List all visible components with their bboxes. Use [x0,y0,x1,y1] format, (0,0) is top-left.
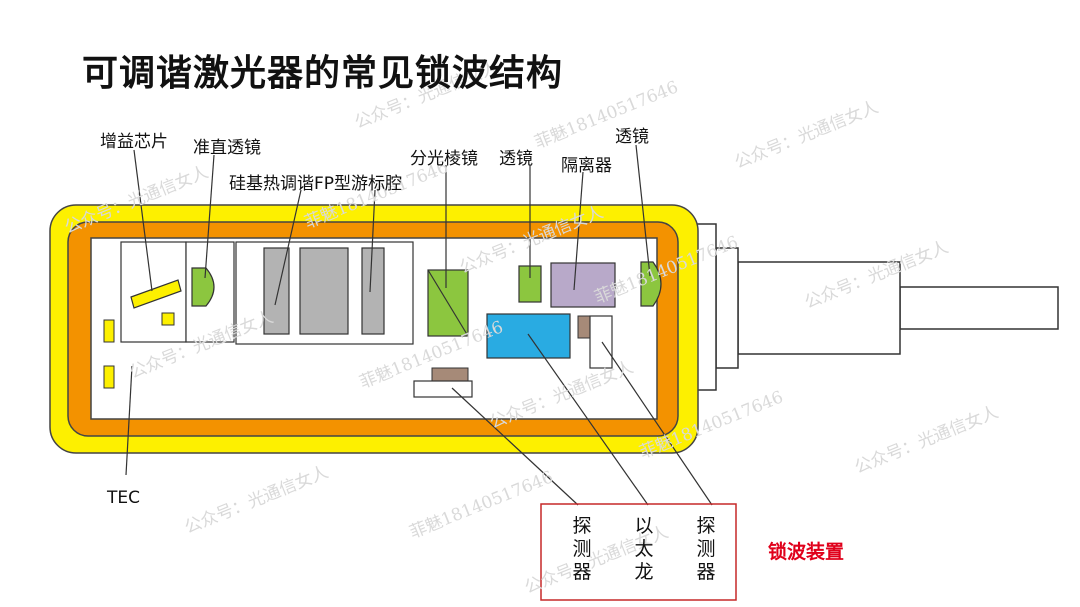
fp-etalon-bar [299,247,349,335]
tec-pad [103,365,115,389]
detector-right-mount [589,315,613,369]
collimating-lens [191,267,215,307]
leader-detector-1 [451,387,579,506]
beam-splitter-diagonal [427,269,469,337]
leader-etalon [527,333,649,506]
leader-detector-2 [601,341,713,506]
tec-pad [103,319,115,343]
label-isolator: 隔离器 [561,156,612,176]
detector-bottom-chip [431,367,469,382]
label-wavelength-locker: 锁波装置 [768,541,845,563]
label-fp-etalon: 硅基热调谐FP型游标腔 [229,174,403,194]
label-lens-mid: 透镜 [499,149,533,169]
leader-fp-etalon [274,189,302,306]
page-title: 可调谐激光器的常见锁波结构 [82,53,564,94]
wavelength-locker-box [540,503,737,601]
gain-chip-pad [161,312,175,326]
label-beam-splitter: 分光棱镜 [410,149,478,169]
leader-isolator [573,171,584,291]
leader-gain-chip [133,149,153,292]
label-collimating-lens: 准直透镜 [193,138,261,158]
leader-fp-etalon [369,189,376,293]
label-etalon: 以太龙 [634,515,654,583]
fiber-cable [899,286,1059,330]
label-tec: TEC [107,488,140,508]
label-detector-2: 探测器 [696,515,716,583]
detector-right-chip [577,315,591,339]
fp-etalon-bar [361,247,385,335]
leader-tec [125,365,133,476]
gain-chip [130,279,182,309]
isolator [550,262,616,308]
label-gain-chip: 增益芯片 [100,132,168,152]
label-detector-1: 探测器 [572,515,592,583]
output-lens [640,261,662,307]
detector-bottom-mount [413,380,473,398]
etalon-block [486,313,571,359]
fiber-collar [715,247,739,369]
leader-collimating-lens [204,154,215,279]
fiber-boot [737,261,901,355]
leader-output-lens [635,144,651,277]
label-output-lens: 透镜 [615,127,649,147]
